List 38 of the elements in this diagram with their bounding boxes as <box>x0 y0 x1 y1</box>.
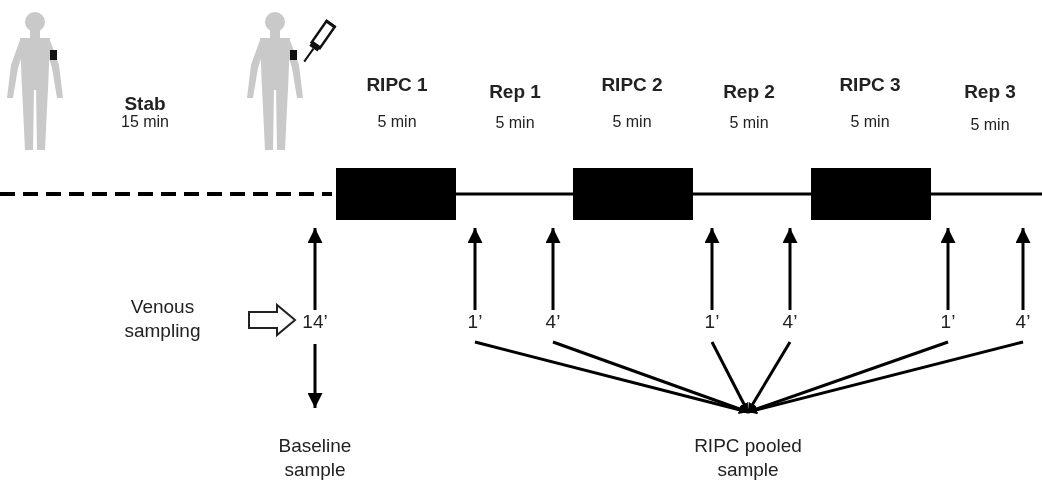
connector-line <box>552 340 749 414</box>
connector-line <box>747 340 949 414</box>
time-label: 1’ <box>928 310 968 334</box>
phase-label: Rep 2 <box>722 81 776 103</box>
arrow <box>940 228 956 310</box>
caption-label: Venous sampling <box>100 295 225 345</box>
duration-label: 5 min <box>849 112 891 132</box>
time-label: 4’ <box>533 310 573 334</box>
time-label: 14’ <box>295 310 335 334</box>
time-label: 4’ <box>770 310 810 334</box>
connector-line <box>746 341 792 413</box>
arrow <box>782 228 798 310</box>
block-arrow <box>248 302 297 338</box>
arrow <box>467 228 483 310</box>
duration-label: 15 min <box>120 112 170 132</box>
connector-line <box>747 340 1024 415</box>
phase-label: Rep 1 <box>488 81 542 103</box>
caption-label: Baseline sample <box>250 434 380 490</box>
time-label: 1’ <box>455 310 495 334</box>
duration-label: 5 min <box>611 112 653 132</box>
arrow <box>307 228 323 310</box>
arrow <box>704 228 720 310</box>
connector-line <box>710 341 750 413</box>
duration-label: 5 min <box>376 112 418 132</box>
phase-label: RIPC 2 <box>600 74 664 96</box>
duration-label: 5 min <box>728 113 770 133</box>
phase-label: RIPC 3 <box>838 74 902 96</box>
phase-label: RIPC 1 <box>365 74 429 96</box>
time-label: 1’ <box>692 310 732 334</box>
phase-label: Rep 3 <box>963 81 1017 103</box>
phase-label: Stab <box>123 93 167 115</box>
time-label: 4’ <box>1004 310 1042 334</box>
duration-label: 5 min <box>969 115 1011 135</box>
arrow <box>1015 228 1031 310</box>
caption-label: RIPC pooled sample <box>668 412 828 490</box>
duration-label: 5 min <box>494 113 536 133</box>
arrow <box>545 228 561 310</box>
connector-line <box>307 344 323 408</box>
